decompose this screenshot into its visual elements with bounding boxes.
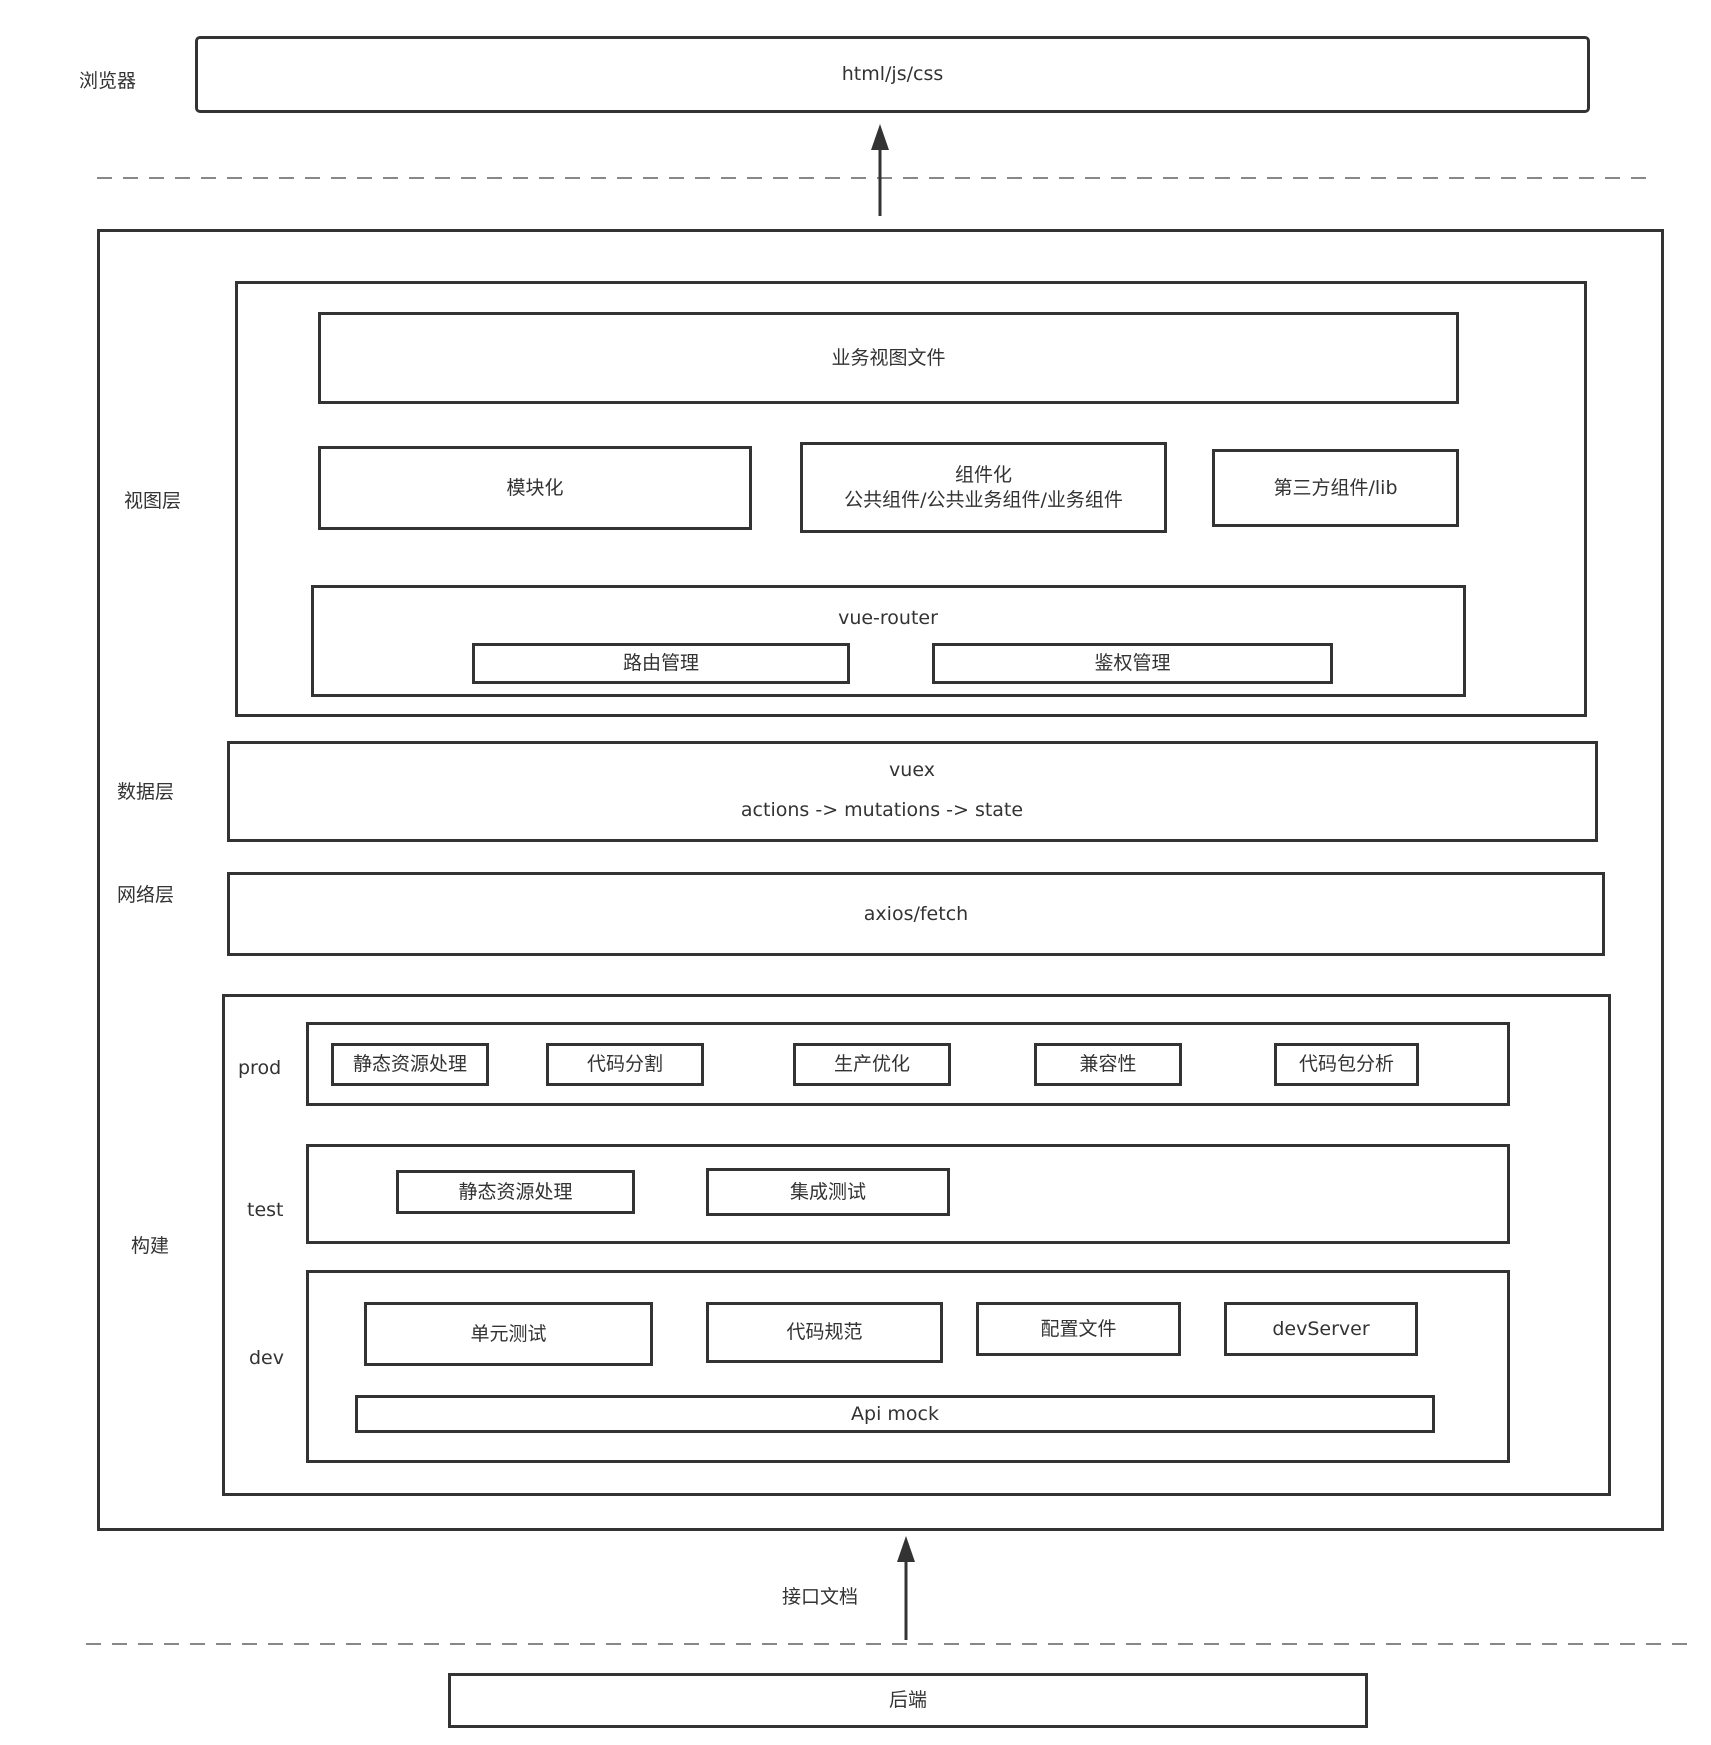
- dev-box: [306, 1270, 1510, 1463]
- vuex-title: vuex: [889, 759, 935, 781]
- data-layer-box: [227, 741, 1598, 842]
- network-layer-box: axios/fetch: [227, 872, 1605, 956]
- prod-static-assets-box: 静态资源处理: [331, 1043, 489, 1086]
- arrow-up-icon: [871, 124, 889, 216]
- network-layer-label: 网络层: [117, 884, 175, 906]
- browser-label: 浏览器: [79, 70, 137, 92]
- data-layer-label: 数据层: [117, 781, 175, 803]
- componentization-title: 组件化: [954, 463, 1012, 486]
- vue-router-title: vue-router: [838, 607, 938, 629]
- modularization-box: 模块化: [318, 446, 752, 530]
- prod-code-splitting-box: 代码分割: [546, 1043, 704, 1086]
- prod-optimization-box: 生产优化: [793, 1043, 951, 1086]
- route-management-box: 路由管理: [472, 643, 850, 684]
- auth-management-box: 鉴权管理: [932, 643, 1333, 684]
- browser-box: html/js/css: [195, 36, 1590, 113]
- arrow-up-icon: [897, 1536, 915, 1640]
- business-views-box: 业务视图文件: [318, 312, 1459, 404]
- test-label: test: [247, 1199, 284, 1221]
- vuex-flow: actions -> mutations -> state: [740, 799, 1024, 821]
- prod-label: prod: [238, 1057, 282, 1079]
- componentization-box: 组件化 公共组件/公共业务组件/业务组件: [800, 442, 1167, 533]
- prod-compatibility-box: 兼容性: [1034, 1043, 1182, 1086]
- third-party-box: 第三方组件/lib: [1212, 449, 1459, 527]
- dev-label: dev: [249, 1347, 284, 1369]
- dev-code-standard-box: 代码规范: [706, 1302, 943, 1363]
- dev-api-mock-box: Api mock: [355, 1395, 1435, 1433]
- dev-devserver-box: devServer: [1224, 1302, 1418, 1356]
- componentization-subtitle: 公共组件/公共业务组件/业务组件: [844, 488, 1123, 511]
- build-label: 构建: [131, 1235, 170, 1257]
- dev-unit-test-box: 单元测试: [364, 1302, 653, 1366]
- view-layer-label: 视图层: [124, 490, 182, 512]
- test-integration-box: 集成测试: [706, 1168, 950, 1216]
- backend-box: 后端: [448, 1673, 1368, 1728]
- prod-bundle-analysis-box: 代码包分析: [1274, 1043, 1419, 1086]
- interface-doc-label: 接口文档: [782, 1586, 859, 1608]
- dev-config-files-box: 配置文件: [976, 1302, 1181, 1356]
- test-static-assets-box: 静态资源处理: [396, 1170, 635, 1214]
